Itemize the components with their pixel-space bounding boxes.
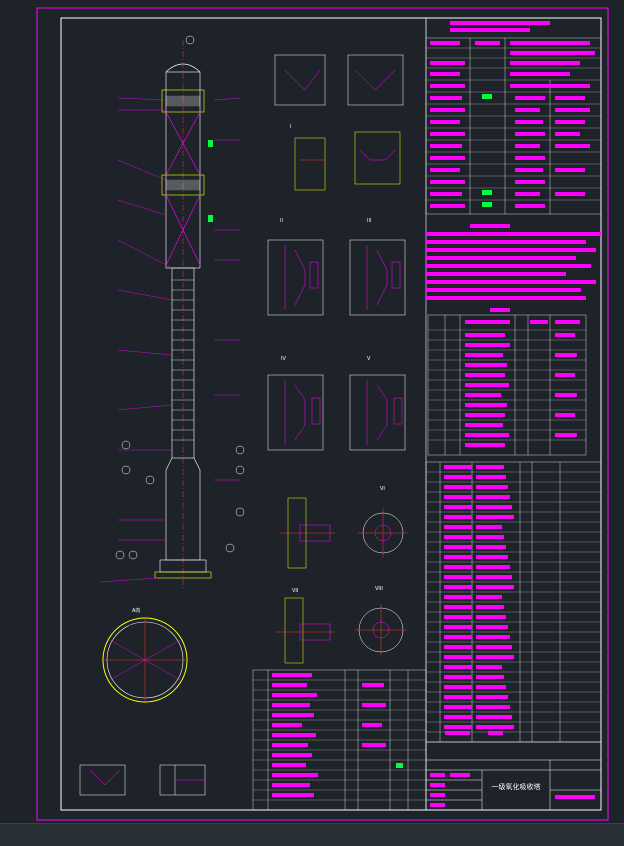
table-cell-text — [476, 575, 512, 579]
section-label-v: V — [367, 356, 371, 362]
table-cell-text — [476, 565, 510, 569]
table-cell-text — [444, 555, 472, 559]
table-cell-text — [476, 585, 514, 589]
table-cell-text — [476, 725, 514, 729]
nozzle-table — [427, 314, 587, 456]
section-label-vi: VI — [380, 486, 385, 492]
section-label-iv: IV — [281, 356, 286, 362]
table-cell-text — [444, 525, 472, 529]
table-cell-text — [444, 495, 472, 499]
nozzle-table-text — [465, 308, 580, 447]
table-cell-text — [476, 495, 510, 499]
table-cell-text — [444, 545, 472, 549]
table-cell-text — [476, 615, 506, 619]
table-cell-text — [476, 525, 502, 529]
table-cell-text — [444, 635, 472, 639]
table-cell-text — [444, 565, 472, 569]
status-bar — [0, 823, 624, 846]
table-cell-text — [476, 515, 514, 519]
table-cell-text — [476, 595, 502, 599]
table-cell-text — [476, 715, 512, 719]
section-label-viii: VIII — [375, 586, 383, 592]
table-cell-text — [444, 575, 472, 579]
section-label-i: I — [290, 124, 291, 130]
table-cell-text — [444, 585, 472, 589]
table-cell-text — [476, 635, 510, 639]
table-cell-text — [476, 485, 508, 489]
table-cell-text — [444, 475, 472, 479]
nozzle-table-rows — [428, 329, 586, 441]
table-cell-text — [476, 555, 508, 559]
table-cell-text — [476, 605, 504, 609]
table-cell-text — [444, 655, 472, 659]
drawing-title: 一级氧化吸收塔 — [492, 782, 541, 791]
title-block-fills — [430, 731, 595, 807]
table-cell-text — [476, 545, 506, 549]
spec-table-text — [430, 21, 595, 208]
parts-list-right-rows — [426, 471, 601, 733]
outer-frame — [36, 7, 609, 821]
detail-views — [267, 54, 408, 664]
table-cell-text — [444, 465, 472, 469]
section-label-iii: III — [367, 218, 371, 224]
table-cell-text — [476, 705, 510, 709]
parts-list-left-rows — [253, 679, 426, 801]
section-label-vii: VII — [292, 588, 298, 594]
table-cell-text — [444, 625, 472, 629]
table-cell-text — [476, 695, 508, 699]
table-cell-text — [444, 615, 472, 619]
table-cell-text — [444, 605, 472, 609]
table-cell-text — [476, 535, 504, 539]
table-cell-text — [444, 645, 472, 649]
table-cell-text — [444, 515, 472, 519]
table-cell-text — [444, 725, 472, 729]
parts-list-left-text — [272, 673, 403, 797]
table-cell-text — [476, 665, 502, 669]
table-cell-text — [476, 655, 514, 659]
table-cell-text — [476, 625, 508, 629]
table-cell-text — [444, 535, 472, 539]
table-cell-text — [444, 715, 472, 719]
table-cell-text — [444, 695, 472, 699]
table-cell-text — [476, 475, 506, 479]
table-cell-text — [476, 505, 512, 509]
section-label-ii: II — [280, 218, 283, 224]
section-label-a: A向 — [132, 607, 140, 614]
table-cell-text — [476, 465, 504, 469]
table-cell-text — [476, 685, 506, 689]
table-cell-text — [444, 705, 472, 709]
plan-view — [102, 617, 188, 703]
technical-notes — [426, 224, 601, 300]
tower-elevation — [99, 35, 245, 590]
section-labels: I II III IV V VI VII VIII A向 — [132, 124, 385, 614]
table-cell-text — [444, 595, 472, 599]
table-cell-text — [444, 485, 472, 489]
title-block — [425, 741, 602, 811]
table-cell-text — [444, 685, 472, 689]
table-cell-text — [476, 675, 504, 679]
table-cell-text — [444, 505, 472, 509]
weld-details — [79, 764, 206, 796]
table-cell-text — [444, 665, 472, 669]
spec-table-rows — [426, 47, 601, 201]
table-cell-text — [476, 645, 512, 649]
table-cell-text — [444, 675, 472, 679]
parts-list-right-text — [444, 465, 514, 729]
